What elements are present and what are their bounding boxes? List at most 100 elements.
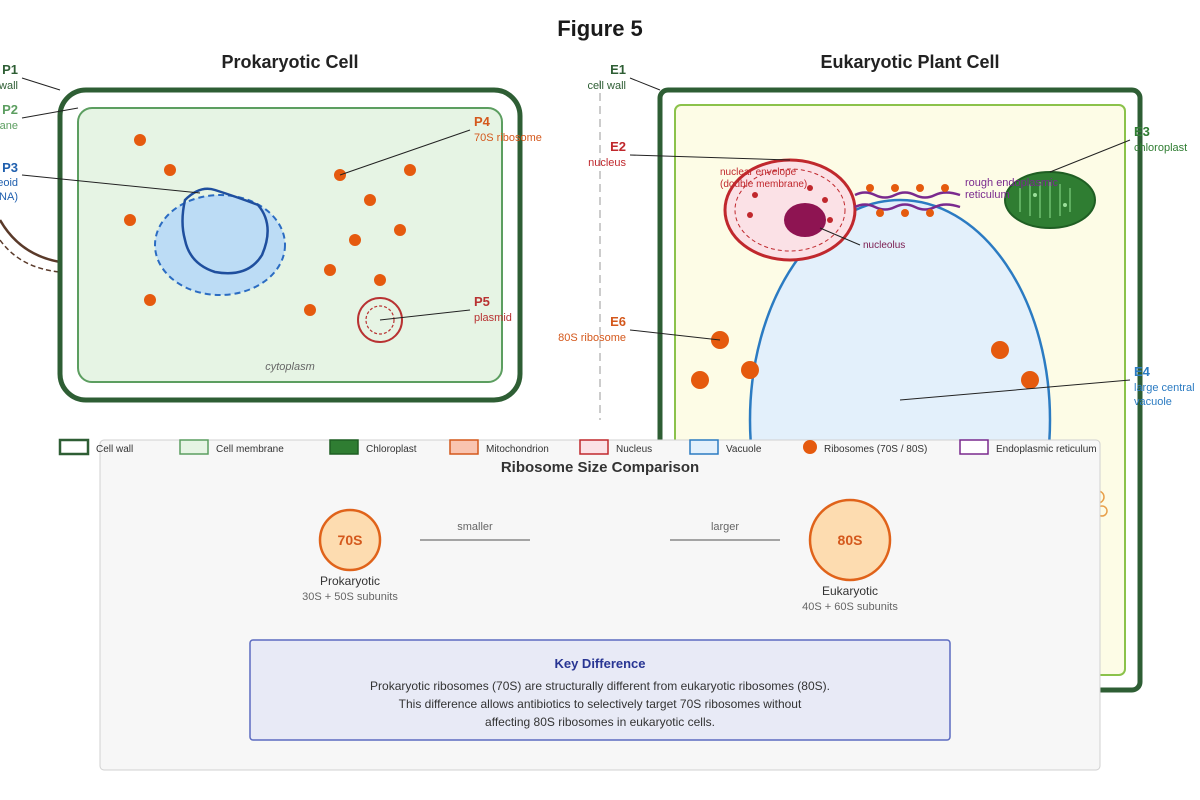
label-p1-name: wall (0, 80, 18, 92)
ribosome (741, 361, 759, 379)
label-e4-code: E4 (1134, 364, 1151, 379)
thylakoids (1019, 182, 1071, 218)
key-difference-line-3: affecting 80S ribosomes in eukaryotic ce… (485, 715, 715, 729)
partial-flagellum (0, 219, 61, 264)
rough-er-label: rough endoplasmic (965, 177, 1058, 189)
ribosome-comparison-panel: Ribosome Size Comparison 70S Prokaryotic… (99, 439, 1101, 771)
label-p5-name: plasmid (474, 312, 512, 324)
ribosome (364, 194, 376, 206)
rough-er-label-2: reticulum (965, 189, 1010, 201)
prokaryotic-name: Prokaryotic (320, 574, 380, 588)
ribosome (124, 214, 136, 226)
plasmid-inner (365, 305, 395, 335)
rough-er-line (854, 203, 961, 211)
nucleolus-label: nucleolus (863, 240, 905, 251)
ribosome (374, 274, 386, 286)
nuclear-envelope-inner (734, 168, 846, 252)
legend-label-ribosomes: Ribosomes (70S / 80S) (824, 444, 927, 455)
leader-line (819, 227, 861, 246)
plant-ribosomes (691, 331, 1039, 389)
label-e6-code: E6 (610, 314, 626, 329)
ribosome (691, 371, 709, 389)
leader-line (339, 129, 471, 176)
key-difference-title: Key Difference (554, 656, 645, 671)
label-p3-name: eoid (0, 177, 18, 189)
label-p4-code: P4 (474, 114, 491, 129)
label-e6-name: 80S ribosome (558, 332, 626, 344)
nuclear-envelope-label: nuclear envelope (720, 167, 797, 178)
ribosome-80s-circle (808, 498, 892, 582)
chloroplast-granule (1063, 203, 1067, 207)
partial-flagellum-dashed (0, 239, 61, 273)
eukaryotic-name: Eukaryotic (822, 584, 878, 598)
ribosome (304, 304, 316, 316)
legend: Cell wall Cell membrane Chloroplast Mito… (58, 438, 1097, 456)
nuclear-envelope-label-2: (double membrane) (720, 179, 807, 190)
label-e1-name: cell wall (587, 80, 626, 92)
ribosome (134, 134, 146, 146)
leader-line (21, 174, 201, 194)
key-difference-line-2: This difference allows antibiotics to se… (399, 697, 802, 711)
prokaryotic-subunits: 30S + 50S subunits (302, 591, 398, 603)
legend-label-cell-wall: Cell wall (96, 444, 133, 455)
label-e4-name2: vacuole (1134, 396, 1172, 408)
ribosome-70s-label: 70S (338, 532, 363, 548)
label-p4-name: 70S ribosome (474, 132, 542, 144)
nuclear-pores (747, 185, 833, 223)
prokaryote-leader-lines (21, 77, 471, 321)
legend-swatch-chloroplast (329, 439, 359, 455)
nucleoid-dna (181, 187, 269, 275)
ribosome (324, 264, 336, 276)
nucleolus-body (784, 203, 826, 237)
comparison-title: Ribosome Size Comparison (501, 459, 699, 476)
label-e1-code: E1 (610, 62, 626, 77)
key-difference-box (249, 639, 951, 741)
label-e2-code: E2 (610, 139, 626, 154)
prokaryote-title: Prokaryotic Cell (221, 52, 358, 72)
leader-line (899, 379, 1131, 401)
ribosome (394, 224, 406, 236)
figure-title: Figure 5 (557, 16, 643, 41)
legend-label-vacuole: Vacuole (726, 444, 762, 455)
er-ribosomes (866, 184, 949, 217)
eukaryotic-subunits: 40S + 60S subunits (802, 601, 898, 613)
label-e4-name: large central (1134, 382, 1195, 394)
label-p2-name: ane (0, 120, 18, 132)
label-e3-name: chloroplast (1134, 142, 1187, 154)
legend-swatch-nucleus (579, 439, 609, 455)
label-e3-code: E3 (1134, 124, 1150, 139)
larger-label: larger (711, 521, 739, 533)
leader-line (629, 77, 661, 91)
ribosome (349, 234, 361, 246)
legend-label-mitochondrion: Mitochondrion (486, 444, 549, 455)
cytoplasm-label: cytoplasm (265, 361, 315, 373)
ribosome (1021, 371, 1039, 389)
rough-er-line (854, 191, 961, 199)
legend-swatch-cell-membrane (179, 439, 209, 455)
legend-swatch-er (959, 439, 989, 455)
legend-swatch-vacuole (689, 439, 719, 455)
nucleoid-region (154, 194, 286, 296)
leader-line (21, 107, 79, 119)
legend-swatch-ribosomes (803, 440, 817, 454)
legend-swatch-cell-wall (58, 438, 90, 456)
ribosome (144, 294, 156, 306)
eukaryote-title: Eukaryotic Plant Cell (820, 52, 999, 72)
chloroplast-granule (1033, 193, 1037, 197)
prokaryotic-cell-panel: Prokaryotic Cell cytoplasm (0, 52, 542, 403)
ribosome (164, 164, 176, 176)
plasmid-outer (357, 297, 403, 343)
legend-swatch-mitochondrion (449, 439, 479, 455)
ribosome (404, 164, 416, 176)
leader-line (379, 309, 471, 321)
label-p2-code: P2 (2, 102, 18, 117)
label-p3-name2: NA) (0, 191, 18, 203)
legend-label-er: Endoplasmic reticulum (996, 444, 1097, 455)
legend-label-nucleus: Nucleus (616, 444, 652, 455)
legend-label-cell-membrane: Cell membrane (216, 444, 284, 455)
ribosome (991, 341, 1009, 359)
smaller-label: smaller (457, 521, 493, 533)
leader-line (629, 154, 791, 161)
key-difference-line-1: Prokaryotic ribosomes (70S) are structur… (370, 679, 830, 693)
